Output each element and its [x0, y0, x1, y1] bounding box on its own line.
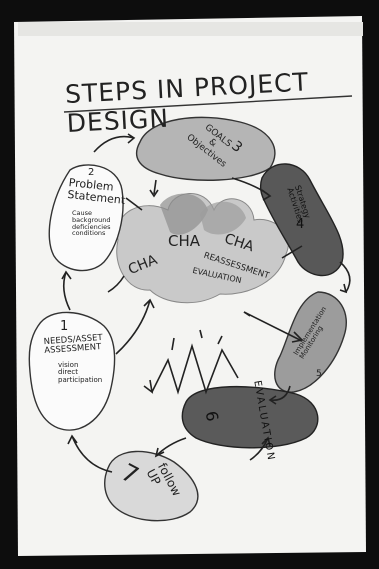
- step-2-detail: Cause background deficiencies conditions: [72, 210, 110, 237]
- step-1-detail: vision direct participation: [58, 362, 102, 384]
- step-2-number: 2: [88, 168, 94, 179]
- step-1-number: 1: [60, 320, 68, 334]
- center-word-2: CHA: [168, 234, 200, 250]
- step-5-number: 5: [316, 370, 322, 379]
